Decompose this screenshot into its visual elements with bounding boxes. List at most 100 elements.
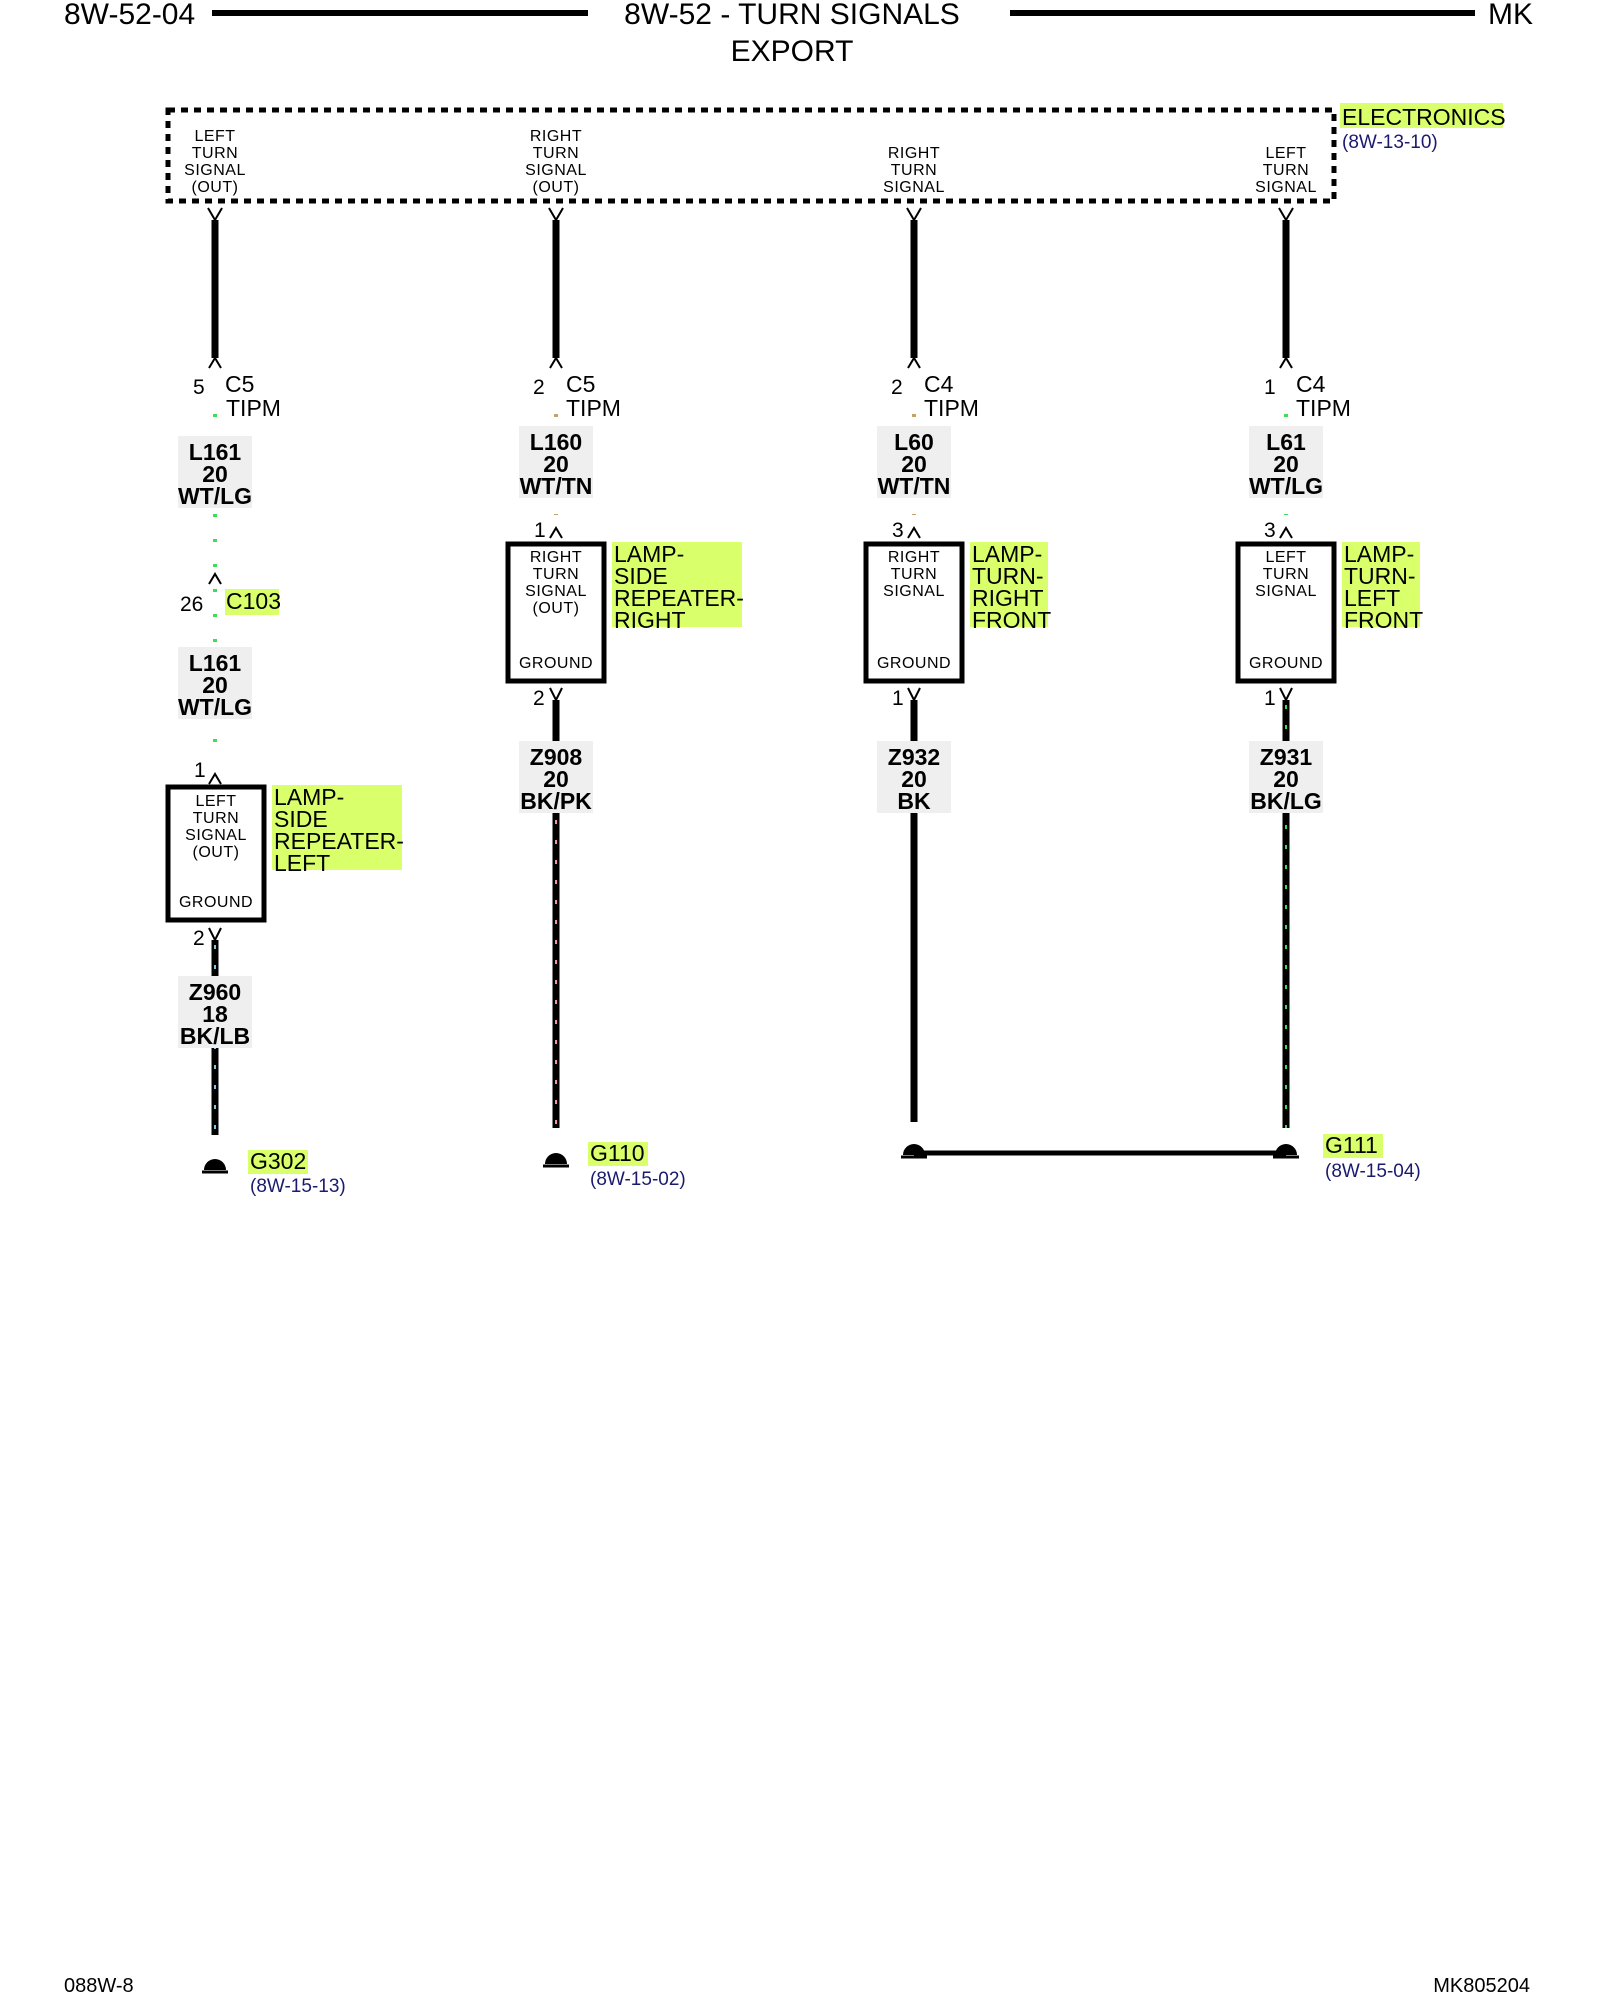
lamp-out-pin: 2 [193,927,205,950]
circuit-left-side-repeater: 5 C5 TIPM L161 20 WT/LG 26 C103 L161 20 … [165,207,404,1197]
ground-label: G111 [1325,1132,1378,1158]
ground-label: G110 [590,1140,645,1166]
wire-label-z931: Z931 20 BK/LG [1250,744,1322,814]
circuit-right-side-repeater: 2 C5 TIPM L160 20 WT/TN 1 RIGHT TURN SIG… [505,207,744,1190]
page-subtitle: EXPORT [731,35,854,68]
label-text: 20 [1273,766,1299,792]
tipm-label: TIPM [1296,395,1351,421]
label-text: BK/LB [180,1023,250,1049]
label-text: Z931 [1260,744,1313,770]
wire-label-z960: Z960 18 BK/LB [180,979,250,1049]
footer-left: 088W-8 [64,1975,134,1997]
inline-connector: C103 [226,588,281,614]
label-text: 18 [202,1001,228,1027]
label-text: WT/LG [1249,473,1323,499]
module-output-left-turn-out: LEFT TURN SIGNAL (OUT) [184,128,246,196]
label-text: TURN [1263,566,1309,583]
label-text: L160 [530,429,582,455]
ground-icon [202,1159,228,1174]
lamp-in-pin: 1 [534,519,546,542]
lamp-box-label: RIGHT TURN SIGNAL (OUT) GROUND [519,549,593,672]
label-text: RIGHT [530,549,582,566]
label-text: L60 [894,429,934,455]
lamp-out-pin: 1 [892,687,904,710]
tipm-connector: C5 [566,371,595,397]
inline-pin: 26 [180,593,203,616]
label-text: SIGNAL [883,179,945,196]
label-text: GROUND [519,655,593,672]
label-text: TURN [533,566,579,583]
label-text: LAMP- [972,541,1042,567]
lamp-name: LAMP- SIDE REPEATER- RIGHT [614,541,744,633]
module-output-left-turn: LEFT TURN SIGNAL [1255,145,1317,196]
wire-label-z908: Z908 20 BK/PK [520,744,592,814]
label-text: LAMP- [1344,541,1414,567]
lamp-box [505,541,607,684]
lamp-out-pin: 1 [1264,687,1276,710]
label-text: GROUND [179,894,253,911]
label-text: LEFT [194,128,235,145]
lamp-name: LAMP- TURN- RIGHT FRONT [972,541,1051,633]
label-text: WT/TN [520,473,593,499]
label-text: L61 [1266,429,1306,455]
label-text: TURN [192,145,238,162]
lamp-box-label: LEFT TURN SIGNAL GROUND [1249,549,1323,672]
tipm-connector: C5 [225,371,254,397]
lamp-name: LAMP- SIDE REPEATER- LEFT [274,784,404,876]
ground-ref: (8W-15-04) [1325,1161,1421,1182]
label-text: Z908 [530,744,583,770]
label-text: SIGNAL [525,162,587,179]
ground-label: G302 [250,1148,306,1174]
label-text: REPEATER- [274,828,404,854]
lamp-in-pin: 3 [892,519,904,542]
tipm-connector: C4 [1296,371,1326,397]
label-text: TURN [1263,162,1309,179]
wire-label-l161: L161 20 WT/LG [178,439,252,509]
page-title: 8W-52 - TURN SIGNALS [624,0,960,31]
label-text: REPEATER- [614,585,744,611]
label-text: (OUT) [533,179,580,196]
lamp-box-label: RIGHT TURN SIGNAL GROUND [877,549,951,672]
ground-icon [1273,1144,1299,1159]
label-text: 20 [901,451,927,477]
label-text: TURN [533,145,579,162]
wire-label-l161-b: L161 20 WT/LG [178,650,252,720]
circuit-right-front-turn: 2 C4 TIPM L60 20 WT/TN 3 RIGHT TURN SIGN… [863,207,1051,1159]
label-text: SIGNAL [1255,179,1317,196]
module-name: ELECTRONICS [1342,104,1506,130]
label-text: TURN- [972,563,1044,589]
tipm-pin: 5 [193,376,205,399]
label-text: TURN- [1344,563,1416,589]
footer-right: MK805204 [1433,1975,1530,1997]
label-text: GROUND [877,655,951,672]
label-text: (OUT) [193,844,240,861]
ground-icon [543,1153,569,1168]
label-text: SIGNAL [184,162,246,179]
page-model: MK [1488,0,1533,31]
label-text: SIGNAL [883,583,945,600]
label-text: 20 [901,766,927,792]
label-text: (OUT) [192,179,239,196]
tipm-pin: 1 [1264,376,1276,399]
label-text: LEFT [1265,145,1306,162]
page-header: 8W-52-04 8W-52 - TURN SIGNALS MK EXPORT [64,0,1533,68]
module-output-right-turn: RIGHT TURN SIGNAL [883,145,945,196]
label-text: 20 [543,766,569,792]
module-ref: (8W-13-10) [1342,132,1438,153]
ground-ref: (8W-15-02) [590,1169,686,1190]
tipm-pin: 2 [533,376,545,399]
label-text: 20 [1273,451,1299,477]
label-text: TURN [193,810,239,827]
label-text: SIGNAL [525,583,587,600]
label-text: LEFT [195,793,236,810]
label-text: TURN [891,162,937,179]
lamp-box [863,541,965,684]
label-text: Z932 [888,744,940,770]
label-text: TURN [891,566,937,583]
lamp-in-pin: 3 [1264,519,1276,542]
wire-label-l61: L61 20 WT/LG [1249,429,1323,499]
label-text: (OUT) [533,600,580,617]
tipm-label: TIPM [226,395,281,421]
ground-ref: (8W-15-13) [250,1176,346,1197]
wire-label-l60: L60 20 WT/TN [878,429,951,499]
